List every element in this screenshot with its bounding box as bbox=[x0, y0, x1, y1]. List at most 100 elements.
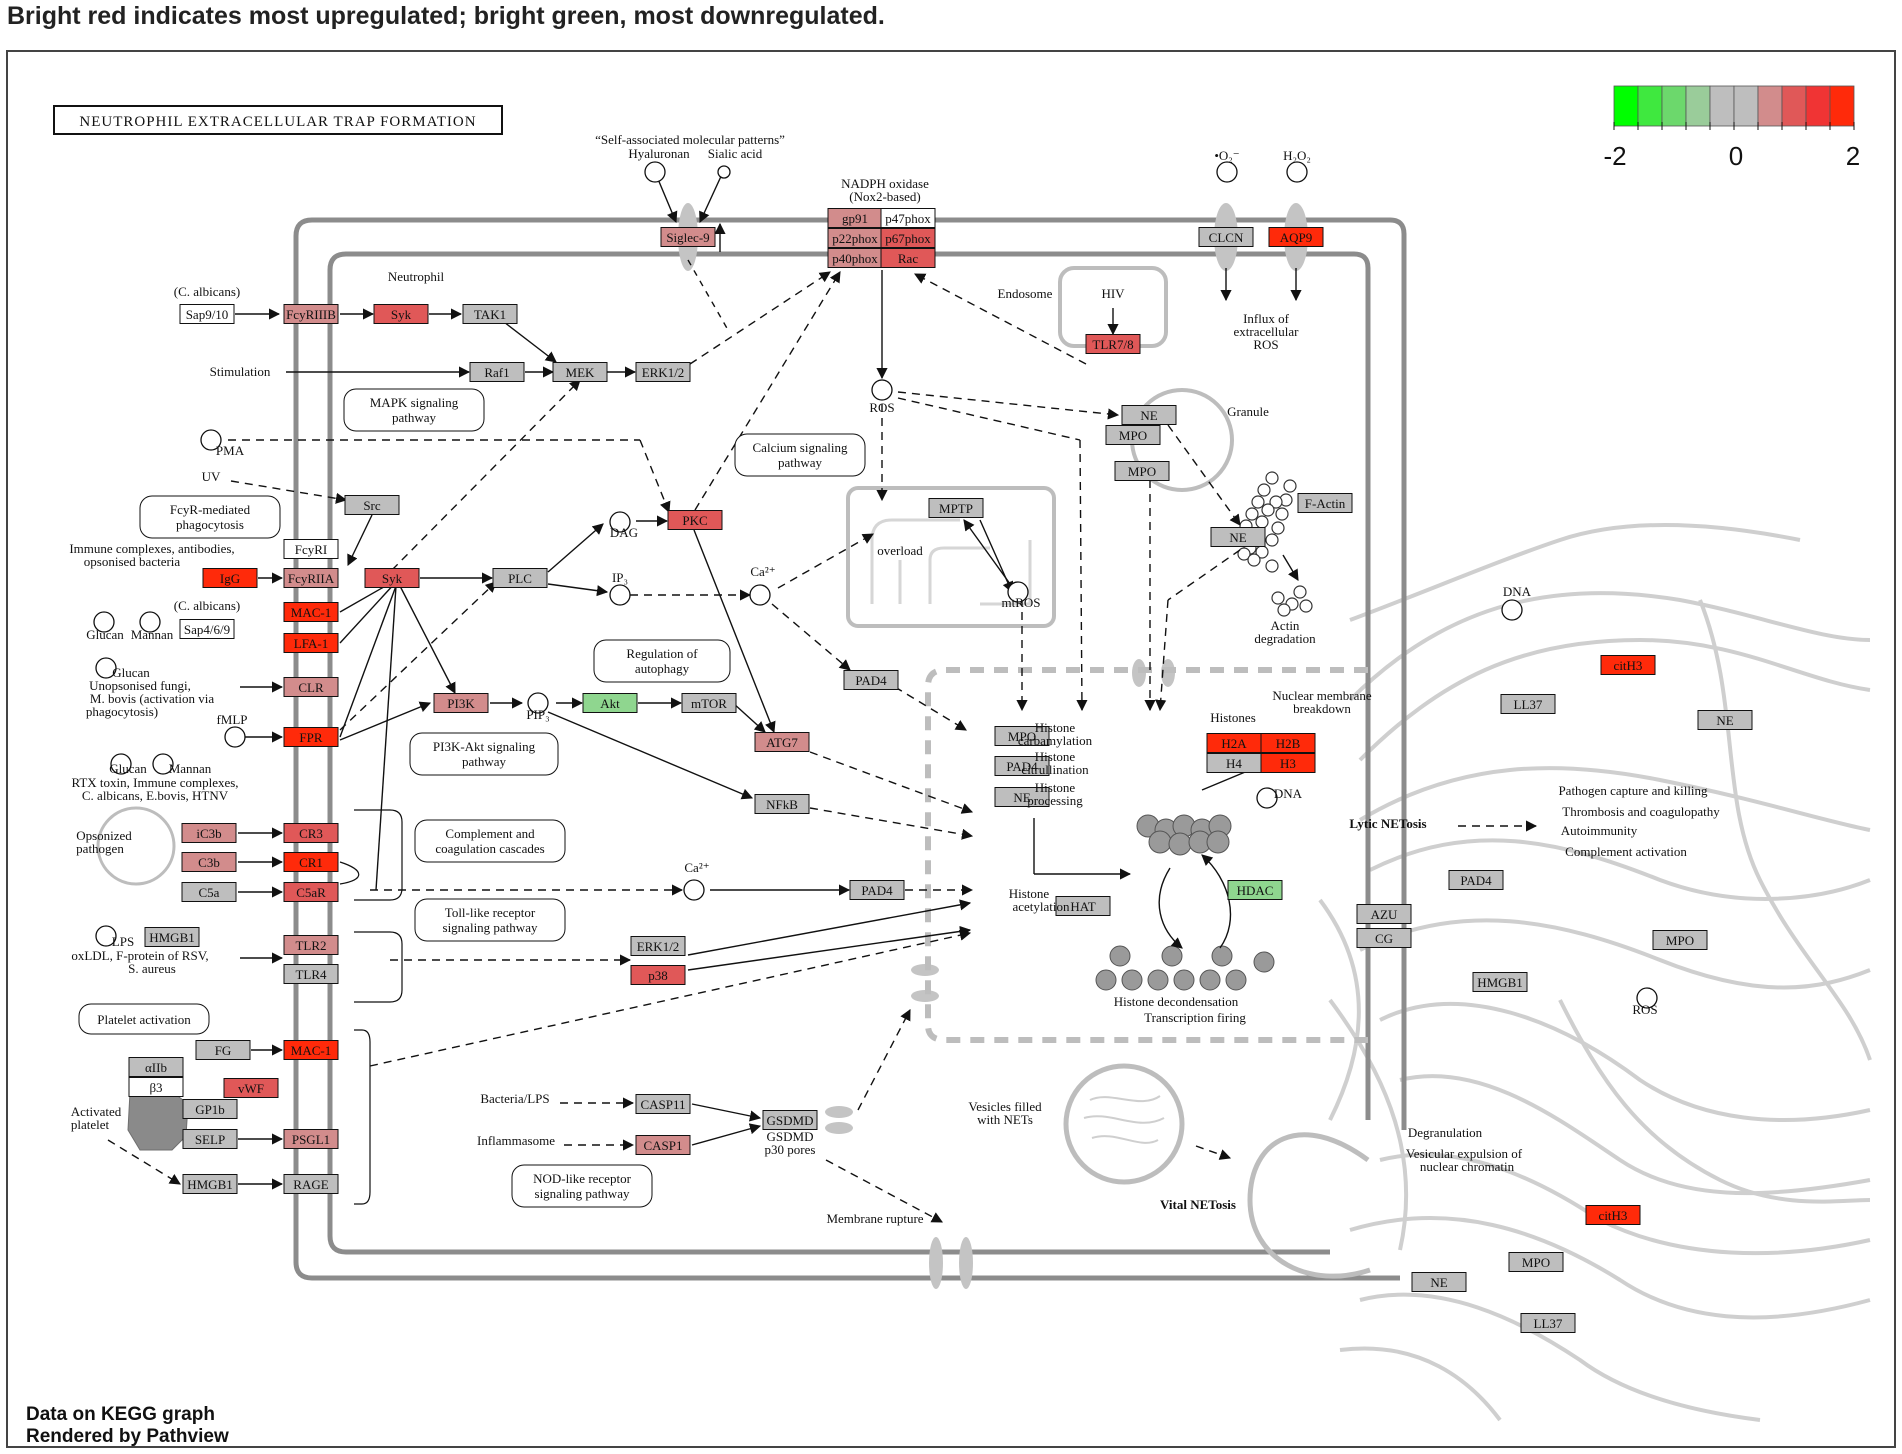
gene-node-aqp9[interactable]: AQP9 bbox=[1268, 227, 1324, 247]
gene-node-azu[interactable]: AZU bbox=[1356, 904, 1412, 924]
gene-node-hmgb1c[interactable]: HMGB1 bbox=[1472, 972, 1528, 992]
gene-node-syk2[interactable]: Syk bbox=[364, 568, 420, 588]
gene-node-plc[interactable]: PLC bbox=[492, 568, 548, 588]
gene-node-nfkb[interactable]: NFkB bbox=[754, 794, 810, 814]
gene-node-gsdmd[interactable]: GSDMD bbox=[762, 1110, 818, 1130]
gene-node-ne5[interactable]: NE bbox=[1411, 1272, 1467, 1292]
gene-node-pad4c[interactable]: PAD4 bbox=[849, 880, 905, 900]
gene-node-ll37a[interactable]: LL37 bbox=[1500, 694, 1556, 714]
gene-node-fpr[interactable]: FPR bbox=[283, 727, 339, 747]
gene-node-mpo5[interactable]: MPO bbox=[1508, 1252, 1564, 1272]
gene-node-ic3b[interactable]: iC3b bbox=[181, 823, 237, 843]
gene-node-clr[interactable]: CLR bbox=[283, 677, 339, 697]
diagram-label: Hyaluronan bbox=[628, 146, 690, 161]
gene-node-hdac[interactable]: HDAC bbox=[1227, 880, 1283, 900]
gene-node-p40phox[interactable]: p40phox bbox=[827, 248, 883, 268]
gene-node-gp91[interactable]: gp91 bbox=[827, 208, 883, 228]
gene-node-gp1b[interactable]: GP1b bbox=[182, 1099, 238, 1119]
gene-node-c5a[interactable]: C5a bbox=[181, 882, 237, 902]
gene-node-mac-1a[interactable]: MAC-1 bbox=[283, 602, 339, 622]
gene-node-mpo3[interactable]: MPO bbox=[994, 726, 1050, 746]
gene-node-c3b[interactable]: C3b bbox=[181, 852, 237, 872]
gene-node-ll37b[interactable]: LL37 bbox=[1520, 1313, 1576, 1333]
gene-node-sap9-10[interactable]: Sap9/10 bbox=[179, 304, 235, 324]
pathway-map-link[interactable]: Platelet activation bbox=[78, 1003, 210, 1035]
gene-node-cg[interactable]: CG bbox=[1356, 928, 1412, 948]
gene-node-p67phox[interactable]: p67phox bbox=[880, 228, 936, 248]
gene-node-atg7[interactable]: ATG7 bbox=[754, 732, 810, 752]
gene-node-fcyriiib[interactable]: FcyRIIIB bbox=[283, 304, 339, 324]
gene-node-ne1[interactable]: NE bbox=[1121, 405, 1177, 425]
gene-node-h3[interactable]: H3 bbox=[1260, 753, 1316, 773]
gene-node-mpo1[interactable]: MPO bbox=[1105, 425, 1161, 445]
gene-node-src[interactable]: Src bbox=[344, 495, 400, 515]
gene-node-hat[interactable]: HAT bbox=[1055, 896, 1111, 916]
gene-node-rac[interactable]: Rac bbox=[880, 248, 936, 268]
gene-node-psgl1[interactable]: PSGL1 bbox=[283, 1129, 339, 1149]
gene-node-mac-1b[interactable]: MAC-1 bbox=[283, 1040, 339, 1060]
diagram-label: acetylation bbox=[1012, 899, 1070, 914]
gene-node-akt[interactable]: Akt bbox=[582, 693, 638, 713]
gene-node-syk1[interactable]: Syk bbox=[373, 304, 429, 324]
gene-node-tlr7-8[interactable]: TLR7/8 bbox=[1085, 334, 1141, 354]
gene-node-pi3k[interactable]: PI3K bbox=[433, 693, 489, 713]
gene-node-sap4-6-9[interactable]: Sap4/6/9 bbox=[179, 619, 235, 639]
gene-node-erk1-2a[interactable]: ERK1/2 bbox=[635, 362, 691, 382]
cell-membrane bbox=[293, 217, 1407, 1281]
gene-node-f-actin[interactable]: F-Actin bbox=[1297, 493, 1353, 513]
gene-node-pad4a[interactable]: PAD4 bbox=[843, 670, 899, 690]
gene-node-cr1[interactable]: CR1 bbox=[283, 852, 339, 872]
map-link-label: phagocytosis bbox=[176, 517, 244, 532]
gene-node-fg[interactable]: FG bbox=[195, 1040, 251, 1060]
gene-node-tlr4[interactable]: TLR4 bbox=[283, 964, 339, 984]
gene-node-ne3[interactable]: NE bbox=[994, 787, 1050, 807]
gene-node-mpo2[interactable]: MPO bbox=[1114, 461, 1170, 481]
gene-node-lfa-1[interactable]: LFA-1 bbox=[283, 633, 339, 653]
gene-node-ne2[interactable]: NE bbox=[1210, 527, 1266, 547]
gene-node-rage[interactable]: RAGE bbox=[283, 1174, 339, 1194]
gene-node-erk1-2b[interactable]: ERK1/2 bbox=[630, 936, 686, 956]
gene-node-fcyriia[interactable]: FcyRIIA bbox=[283, 568, 339, 588]
gene-node-tlr2[interactable]: TLR2 bbox=[283, 935, 339, 955]
gene-node-casp11[interactable]: CASP11 bbox=[635, 1094, 691, 1114]
gene-node-siglec-9[interactable]: Siglec-9 bbox=[660, 227, 716, 247]
gene-node-fcyri[interactable]: FcyRI bbox=[283, 539, 339, 559]
gene-node-mpo4[interactable]: MPO bbox=[1652, 930, 1708, 950]
gene-node-raf1[interactable]: Raf1 bbox=[469, 362, 525, 382]
gene-node-p47phox[interactable]: p47phox bbox=[880, 208, 936, 228]
gene-node-beta3[interactable]: β3 bbox=[128, 1077, 184, 1097]
gene-node-igg[interactable]: IgG bbox=[202, 568, 258, 588]
gene-node-p38[interactable]: p38 bbox=[630, 965, 686, 985]
gene-node-cr3[interactable]: CR3 bbox=[283, 823, 339, 843]
gene-node-p22phox[interactable]: p22phox bbox=[827, 228, 883, 248]
gene-node-ne4[interactable]: NE bbox=[1697, 710, 1753, 730]
gene-node-hmgb1b[interactable]: HMGB1 bbox=[182, 1174, 238, 1194]
gene-node-pkc[interactable]: PKC bbox=[667, 510, 723, 530]
gene-node-clcn[interactable]: CLCN bbox=[1198, 227, 1254, 247]
gene-node-h4[interactable]: H4 bbox=[1206, 753, 1262, 773]
gene-node-mek[interactable]: MEK bbox=[552, 362, 608, 382]
gene-node-pad4b[interactable]: PAD4 bbox=[994, 756, 1050, 776]
gene-node-mtor[interactable]: mTOR bbox=[681, 693, 737, 713]
gene-node-alphaiib[interactable]: αIIb bbox=[128, 1057, 184, 1077]
gene-node-casp1[interactable]: CASP1 bbox=[635, 1135, 691, 1155]
gene-node-c5ar[interactable]: C5aR bbox=[283, 882, 339, 902]
gene-node-h2a[interactable]: H2A bbox=[1206, 733, 1262, 753]
gene-node-vwf[interactable]: vWF bbox=[223, 1078, 279, 1098]
gene-node-selp[interactable]: SELP bbox=[182, 1129, 238, 1149]
gene-node-h2b[interactable]: H2B bbox=[1260, 733, 1316, 753]
gene-node-tak1[interactable]: TAK1 bbox=[462, 304, 518, 324]
gene-node-cith3b[interactable]: citH3 bbox=[1585, 1205, 1641, 1225]
gene-node-mptp[interactable]: MPTP bbox=[928, 498, 984, 518]
gene-node-hmgb1a[interactable]: HMGB1 bbox=[144, 927, 200, 947]
gene-node-cith3a[interactable]: citH3 bbox=[1600, 655, 1656, 675]
gene-node-pad4d[interactable]: PAD4 bbox=[1448, 870, 1504, 890]
